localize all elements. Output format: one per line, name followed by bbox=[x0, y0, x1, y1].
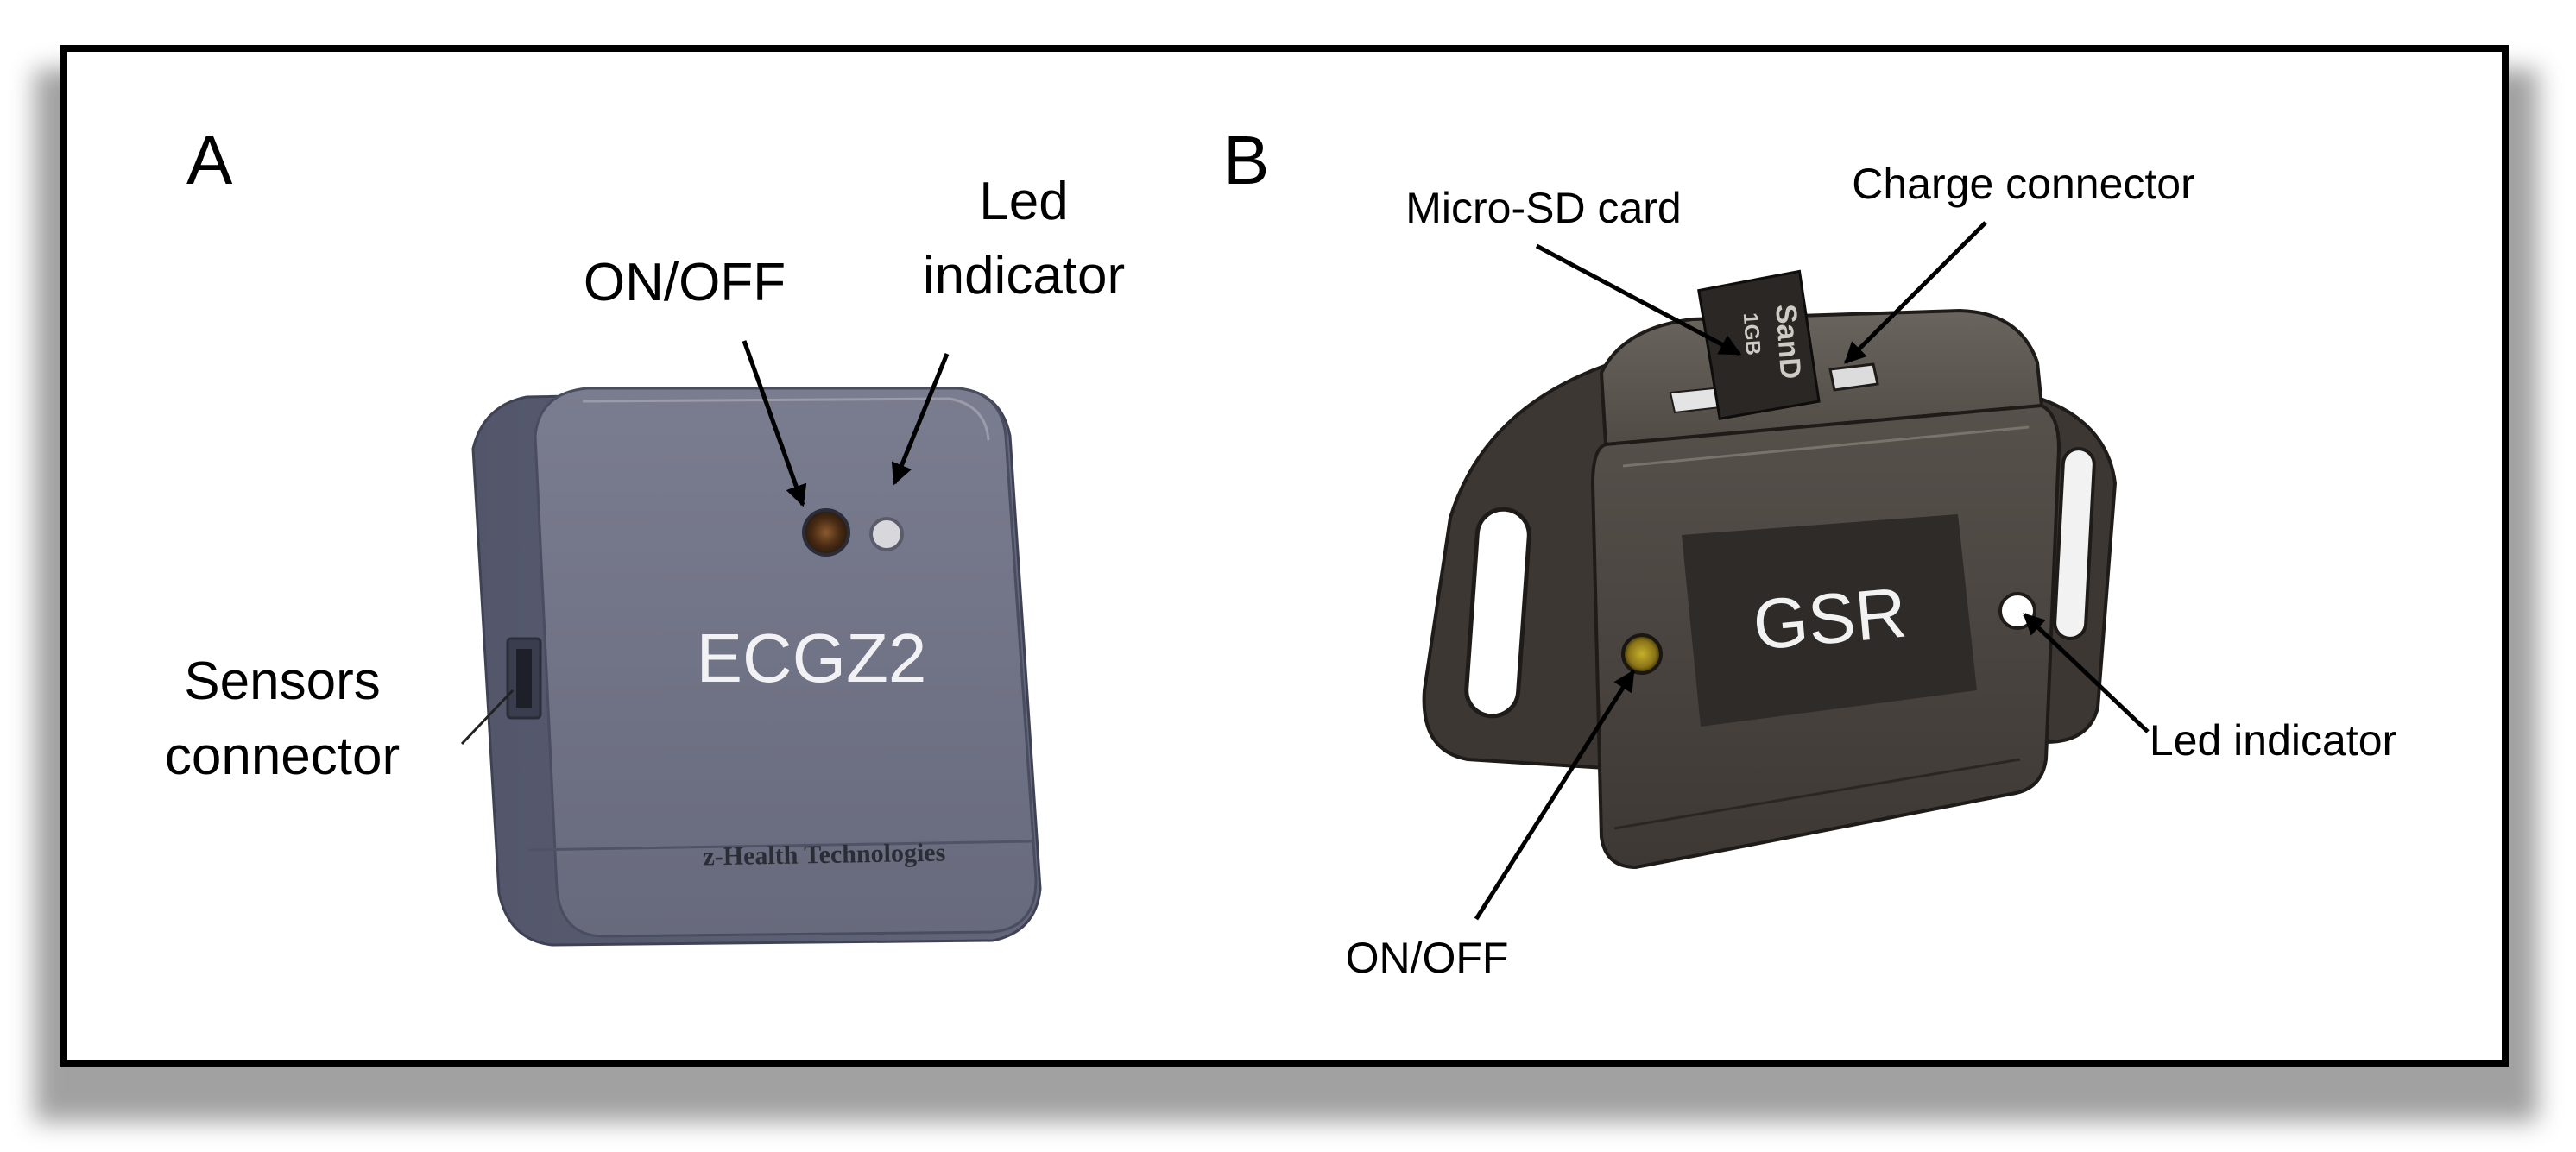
label-b-charge: Charge connector bbox=[1852, 160, 2194, 208]
device-a-bevel bbox=[582, 397, 990, 441]
device-a-model: ECGZ2 bbox=[697, 620, 927, 696]
device-b-left-slot bbox=[1464, 507, 1531, 719]
device-a-brand: z-Health Technologies bbox=[703, 839, 945, 872]
on-off-button bbox=[802, 508, 850, 557]
label-a-on-off: ON/OFF bbox=[584, 253, 786, 312]
device-ecgz2: ECGZ2 z-Health Technologies bbox=[471, 387, 1042, 947]
gsr-led-light bbox=[1998, 592, 2036, 630]
arrow-b-on-off bbox=[1474, 669, 1636, 921]
device-b-model: GSR bbox=[1750, 574, 1910, 665]
label-b-led: Led indicator bbox=[2150, 716, 2396, 765]
label-a-sensors-line2: connector bbox=[165, 727, 400, 786]
label-a-led-line2: indicator bbox=[923, 246, 1125, 305]
device-b-front-bottom bbox=[1613, 758, 2021, 830]
micro-sd-card: SanD 1GB bbox=[1697, 269, 1821, 420]
device-b-front-bevel bbox=[1622, 425, 2030, 468]
gsr-label-patch bbox=[1682, 514, 1977, 727]
arrow-a-on-off bbox=[742, 340, 807, 507]
gsr-on-off-button bbox=[1621, 633, 1663, 675]
panel-a: A ECGZ2 z-Health Technologies ON/OFF Led… bbox=[165, 122, 1125, 947]
sensors-connector-inner bbox=[516, 649, 532, 708]
arrow-a-led bbox=[891, 353, 950, 486]
device-b-right-slot bbox=[2053, 447, 2096, 640]
label-b-on-off: ON/OFF bbox=[1346, 934, 1509, 982]
device-a-bottom-edge bbox=[527, 840, 1032, 852]
panel-a-letter: A bbox=[186, 122, 233, 198]
label-a-sensors-line1: Sensors bbox=[184, 652, 380, 711]
device-a-front bbox=[534, 387, 1038, 938]
micro-sd-card-size: 1GB bbox=[1739, 312, 1765, 356]
pointer-a-sensors bbox=[460, 689, 515, 746]
device-gsr: SanD 1GB GSR bbox=[1422, 269, 2118, 870]
panel-b: B SanD 1GB GSR bbox=[1223, 122, 2396, 982]
label-a-led-line1: Led bbox=[979, 172, 1068, 231]
led-light bbox=[869, 517, 904, 551]
charge-connector-port bbox=[1828, 362, 1879, 392]
label-b-micro-sd: Micro-SD card bbox=[1405, 184, 1681, 232]
arrow-b-charge bbox=[1844, 221, 1987, 364]
arrow-b-led bbox=[2023, 613, 2150, 733]
panel-b-letter: B bbox=[1223, 122, 1269, 198]
micro-sd-card-brand: SanD bbox=[1769, 303, 1807, 380]
arrow-b-micro-sd bbox=[1535, 243, 1742, 356]
